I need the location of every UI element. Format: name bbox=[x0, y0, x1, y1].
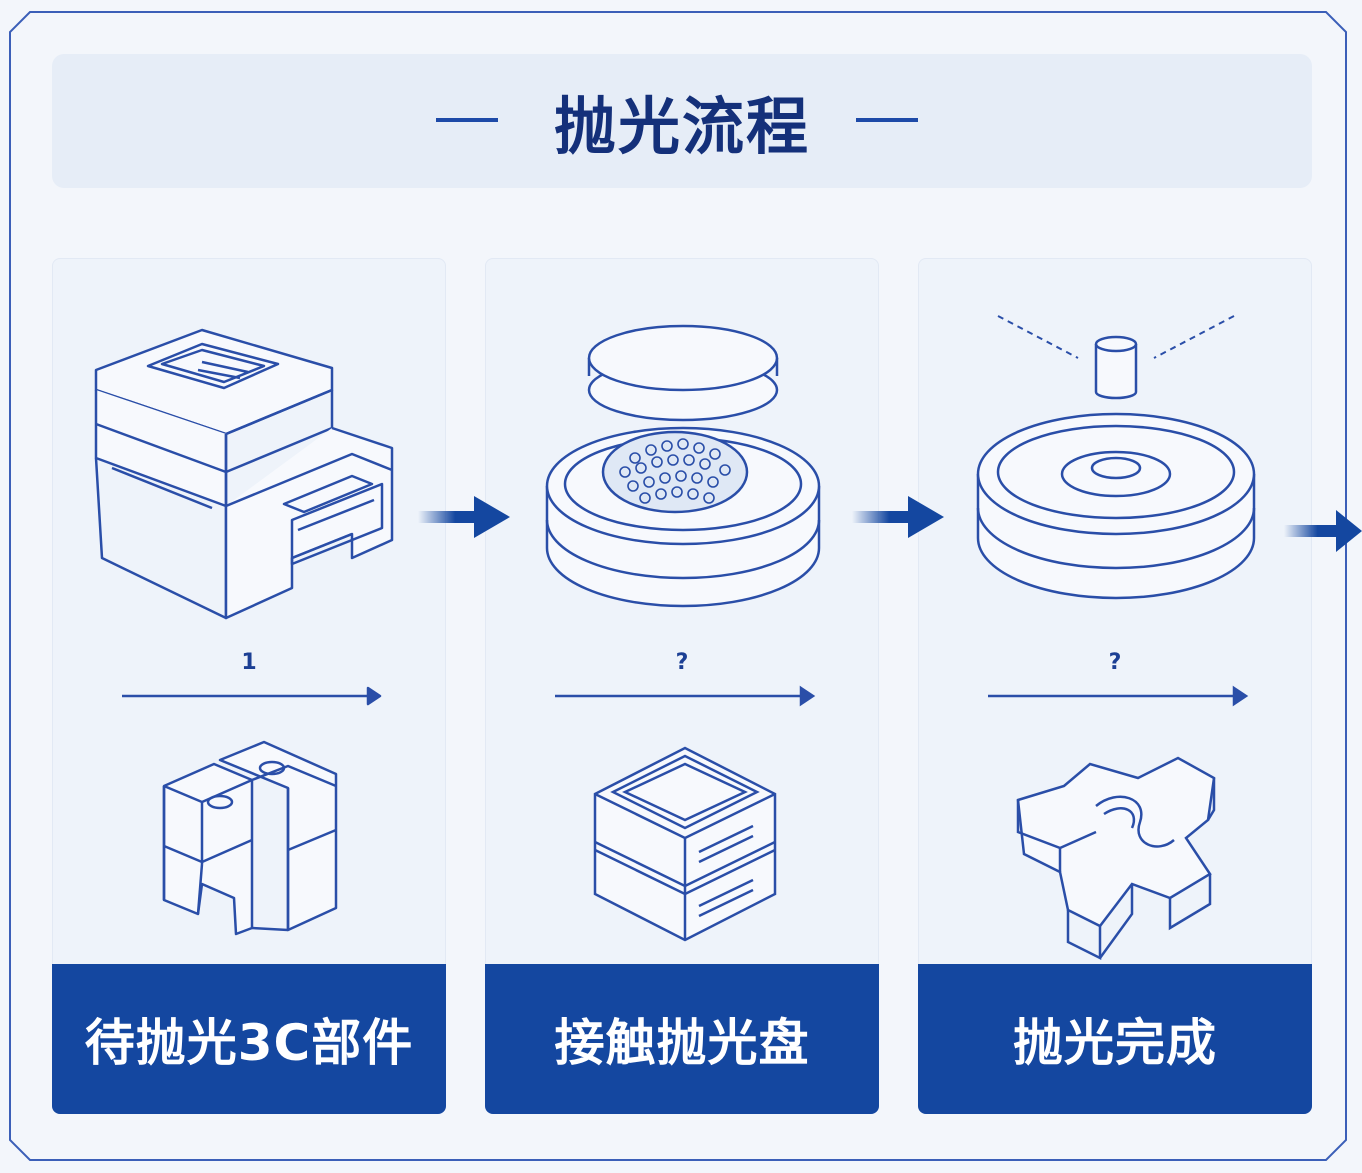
title-banner: 抛光流程 bbox=[52, 54, 1312, 188]
right-arrow-icon bbox=[1284, 510, 1362, 552]
polishing-disc-pad-icon bbox=[545, 324, 821, 608]
outer-frame bbox=[8, 10, 1348, 1162]
flow-arrow-2 bbox=[555, 685, 816, 707]
step-number-1: 1 bbox=[241, 650, 257, 675]
page-title: 抛光流程 bbox=[553, 90, 810, 163]
step-label-2: 接触抛光盘 bbox=[485, 964, 879, 1114]
polished-disc-tool-icon bbox=[976, 315, 1256, 600]
star-gear-part-icon bbox=[1016, 756, 1216, 961]
title-dash-left bbox=[436, 118, 498, 122]
step-label-3: 抛光完成 bbox=[918, 964, 1312, 1114]
step-panel-3: ? 抛光完成 bbox=[918, 258, 1312, 1114]
split-block-part-icon bbox=[162, 740, 338, 936]
step-panel-1: 1 待抛光3C部件 bbox=[52, 258, 446, 1114]
step-number-3: ? bbox=[1108, 650, 1122, 675]
step-panel-2: ? 接触抛光盘 bbox=[485, 258, 879, 1114]
step-number-2: ? bbox=[675, 650, 689, 675]
step-label-1: 待抛光3C部件 bbox=[52, 964, 446, 1114]
right-arrow-icon bbox=[418, 496, 510, 538]
title-dash-right bbox=[856, 118, 918, 122]
flow-arrow-1 bbox=[122, 686, 382, 706]
layered-square-part-icon bbox=[593, 746, 777, 942]
right-arrow-icon bbox=[852, 496, 944, 538]
machine-block-icon bbox=[94, 328, 394, 620]
flow-arrow-3 bbox=[988, 685, 1249, 707]
